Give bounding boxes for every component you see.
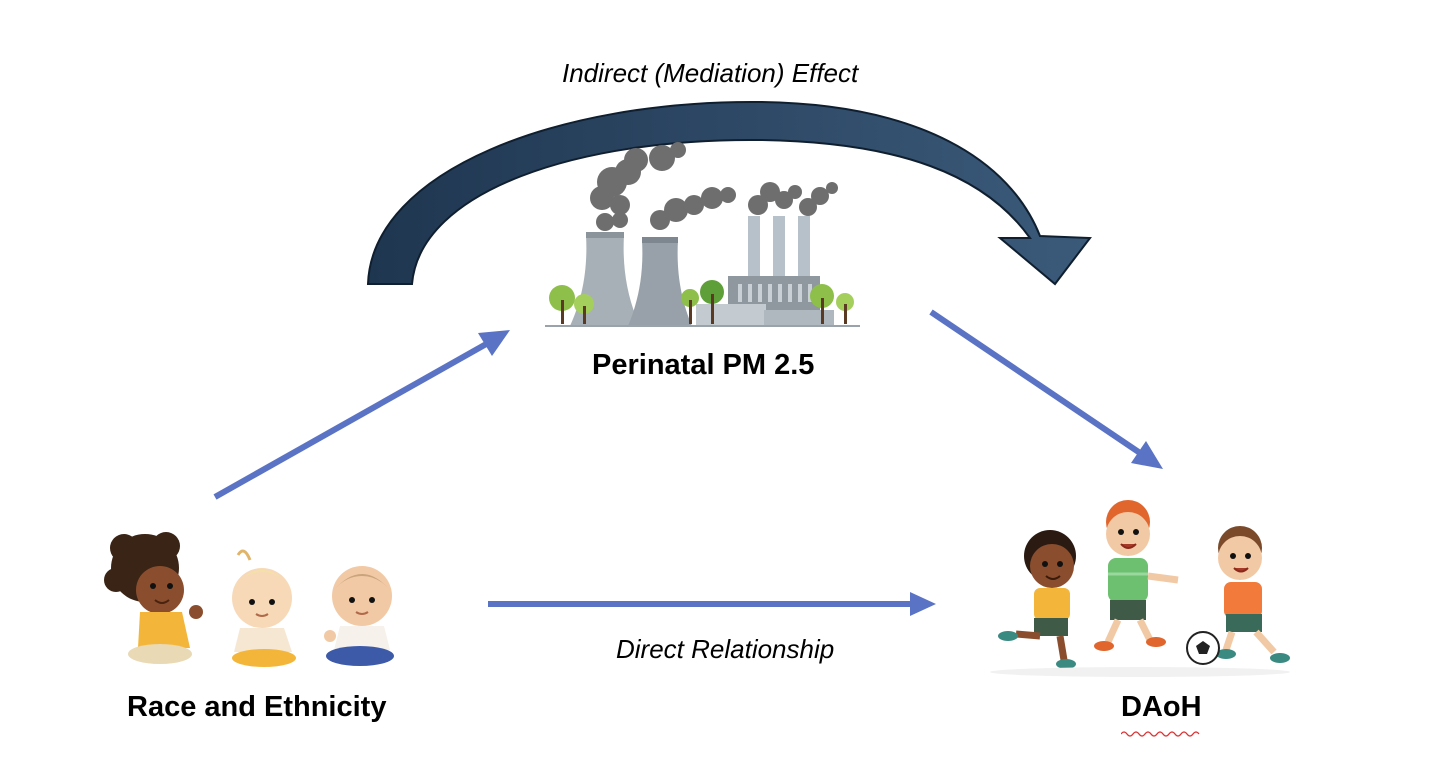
kid-green-shirt-icon — [1094, 500, 1179, 651]
babies-icon — [104, 532, 394, 667]
exposure-to-mediator-arrow — [213, 330, 510, 500]
exposure-label: Race and Ethnicity — [127, 691, 387, 723]
smoke-clouds-icon — [590, 142, 838, 231]
kid-yellow-shirt-icon — [998, 530, 1076, 669]
direct-relationship-label: Direct Relationship — [616, 634, 835, 664]
trees-icon — [549, 280, 854, 324]
factory-pollution-icon — [545, 142, 860, 327]
soccer-ball-icon — [1186, 631, 1220, 665]
mediator-to-outcome-arrow — [929, 309, 1163, 469]
mediator-label: Perinatal PM 2.5 — [592, 349, 815, 381]
indirect-effect-label: Indirect (Mediation) Effect — [562, 58, 859, 88]
direct-relationship-arrow — [488, 592, 936, 616]
baby-blonde-icon — [232, 549, 296, 667]
indirect-effect-arrow — [366, 100, 1092, 286]
baby-light-icon — [324, 566, 394, 666]
spellcheck-underline-icon — [1121, 731, 1200, 737]
baby-dark-icon — [104, 532, 203, 664]
children-playing-soccer-icon — [990, 500, 1290, 677]
outcome-label: DAoH — [1121, 691, 1202, 723]
kid-orange-shirt-icon — [1216, 526, 1290, 663]
